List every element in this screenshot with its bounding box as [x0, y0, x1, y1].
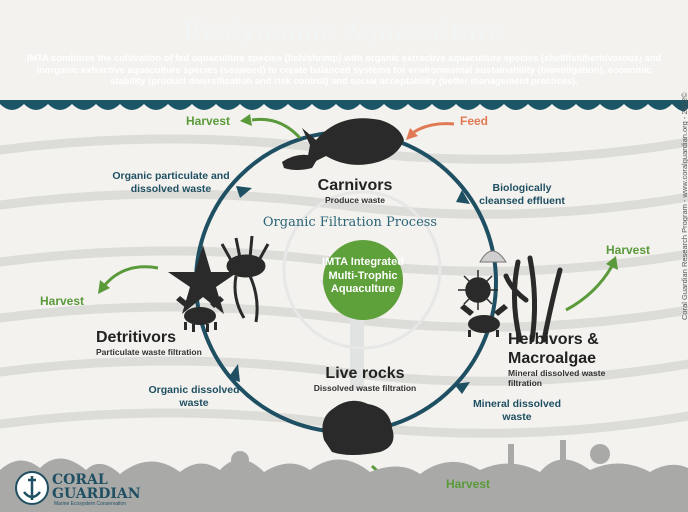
header-top-waves	[0, 0, 688, 10]
feed-label: Feed	[460, 114, 488, 128]
imta-center-label: IMTA Integrated Multi-Trophic Aquacultur…	[313, 256, 413, 297]
intro-text: IMTA combines the cultivation of fed aqu…	[18, 52, 670, 87]
process-label: Organic Filtration Process	[250, 215, 450, 230]
node-title: Herbivors & Macroalgae	[508, 330, 638, 368]
crab-icon	[176, 296, 224, 332]
harvest-label-bottom: Harvest	[446, 477, 490, 491]
crab-icon-right	[460, 304, 508, 337]
node-subtitle: Mineral dissolved waste filtration	[508, 368, 638, 388]
node-title: Live rocks	[300, 364, 430, 383]
credit-text: Coral Guardian Research Program - www.co…	[680, 92, 688, 320]
node-subtitle: Particulate waste filtration	[96, 347, 236, 357]
node-detritivors: Detritivors Particulate waste filtration	[96, 328, 236, 357]
harvest-arrow-left	[104, 267, 158, 286]
arrow-lower-right	[454, 382, 470, 394]
harvest-label-top: Harvest	[186, 114, 230, 128]
node-carnivors: Carnivors Produce waste	[300, 176, 410, 205]
harvest-arrow-top	[252, 119, 300, 138]
shell-icon	[480, 251, 506, 262]
flow-organic-dissolved: Organic dissolved waste	[148, 384, 240, 410]
node-title: Detritivors	[96, 328, 236, 347]
page-title: Biodynamic Aquaculture	[0, 18, 688, 46]
node-subtitle: Dissolved waste filtration	[300, 383, 430, 393]
live-rock-icon	[322, 401, 393, 455]
node-live-rocks: Live rocks Dissolved waste filtration	[300, 364, 430, 393]
harvest-arrow-right	[566, 266, 612, 310]
harvest-label-left: Harvest	[40, 294, 84, 308]
node-subtitle: Produce waste	[300, 195, 410, 205]
flow-mineral-dissolved: Mineral dissolved waste	[472, 398, 562, 424]
harvest-label-right: Harvest	[606, 243, 650, 257]
node-herbivors: Herbivors & Macroalgae Mineral dissolved…	[508, 330, 638, 388]
logo-name: CORAL GUARDIAN	[52, 473, 132, 501]
node-title: Carnivors	[300, 176, 410, 195]
flow-bio-cleansed: Biologically cleansed effluent	[474, 182, 570, 208]
flow-organic-particulate: Organic particulate and dissolved waste	[110, 170, 232, 196]
feed-arrow	[406, 124, 454, 140]
logo-tagline: Marine Ecosystem Conservation	[54, 501, 126, 507]
header-wave-edge	[0, 100, 688, 111]
coral-guardian-logo-icon	[16, 472, 48, 504]
